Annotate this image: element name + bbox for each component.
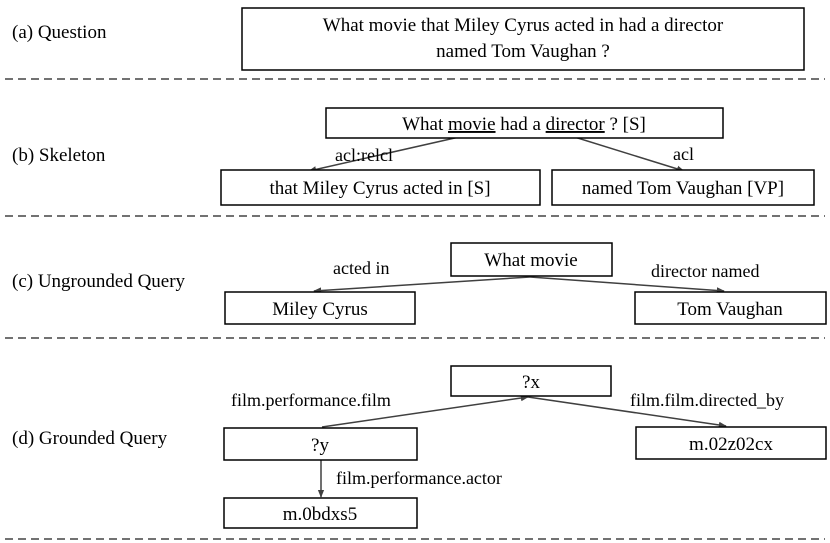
- ungrounded-right-text: Tom Vaughan: [677, 299, 783, 320]
- section-label-grounded: (d) Grounded Query: [12, 428, 168, 449]
- ungrounded-edge-right: [529, 276, 725, 294]
- ungrounded-right-box: [634, 291, 827, 325]
- section-label-question: (a) Question: [12, 22, 107, 43]
- grounded-edge-down-label: film.performance.actor: [336, 468, 502, 488]
- skeleton-edge-left: [308, 134, 469, 173]
- ungrounded-edge-left-label: acted in: [333, 258, 389, 278]
- ungrounded-left-text: Miley Cyrus: [272, 299, 368, 320]
- grounded-edge-right-label: film.film.directed_by: [630, 390, 784, 410]
- skeleton-root-text: What movie had a director ? [S]: [402, 114, 646, 135]
- skeleton-root-box: [325, 107, 724, 139]
- ungrounded-center-box: [450, 242, 613, 277]
- grounded-center-box: [450, 365, 612, 397]
- grounded-bottom-box: [223, 497, 418, 529]
- ungrounded-edge-right-label: director named: [651, 261, 759, 281]
- skeleton-right-box: [551, 169, 815, 206]
- ungrounded-center-text: What movie: [484, 250, 577, 271]
- grounded-edge-left: [321, 394, 529, 428]
- skeleton-left-text: that Miley Cyrus acted in [S]: [269, 178, 490, 199]
- skeleton-root-prefix: What: [402, 114, 448, 135]
- grounded-right-box: [635, 426, 827, 460]
- skeleton-left-box: [220, 169, 541, 206]
- skeleton-right-text: named Tom Vaughan [VP]: [582, 178, 784, 199]
- section-label-skeleton: (b) Skeleton: [12, 145, 106, 166]
- question-line-1: What movie that Miley Cyrus acted in had…: [323, 15, 724, 36]
- ungrounded-left-box: [224, 291, 416, 325]
- grounded-center-text: ?x: [522, 372, 540, 393]
- skeleton-root-director: director: [546, 114, 606, 135]
- question-line-2: named Tom Vaughan ?: [436, 41, 610, 62]
- skeleton-root-middle: had a: [496, 114, 546, 135]
- skeleton-edge-right: [567, 134, 685, 172]
- skeleton-root-suffix: ? [S]: [605, 114, 646, 135]
- grounded-bottom-text: m.0bdxs5: [283, 504, 357, 525]
- grounded-right-text: m.02z02cx: [689, 434, 773, 455]
- grounded-edge-left-label: film.performance.film: [231, 390, 391, 410]
- skeleton-root-movie: movie: [448, 114, 496, 135]
- grounded-left-box: [223, 427, 418, 461]
- grounded-left-text: ?y: [311, 435, 329, 456]
- grounded-edge-right: [527, 396, 727, 429]
- skeleton-edge-left-label: acl:relcl: [335, 145, 393, 165]
- skeleton-edge-right-label: acl: [673, 144, 694, 164]
- section-label-ungrounded: (c) Ungrounded Query: [12, 271, 186, 292]
- ungrounded-edge-left: [313, 276, 531, 294]
- question-box: [241, 7, 805, 71]
